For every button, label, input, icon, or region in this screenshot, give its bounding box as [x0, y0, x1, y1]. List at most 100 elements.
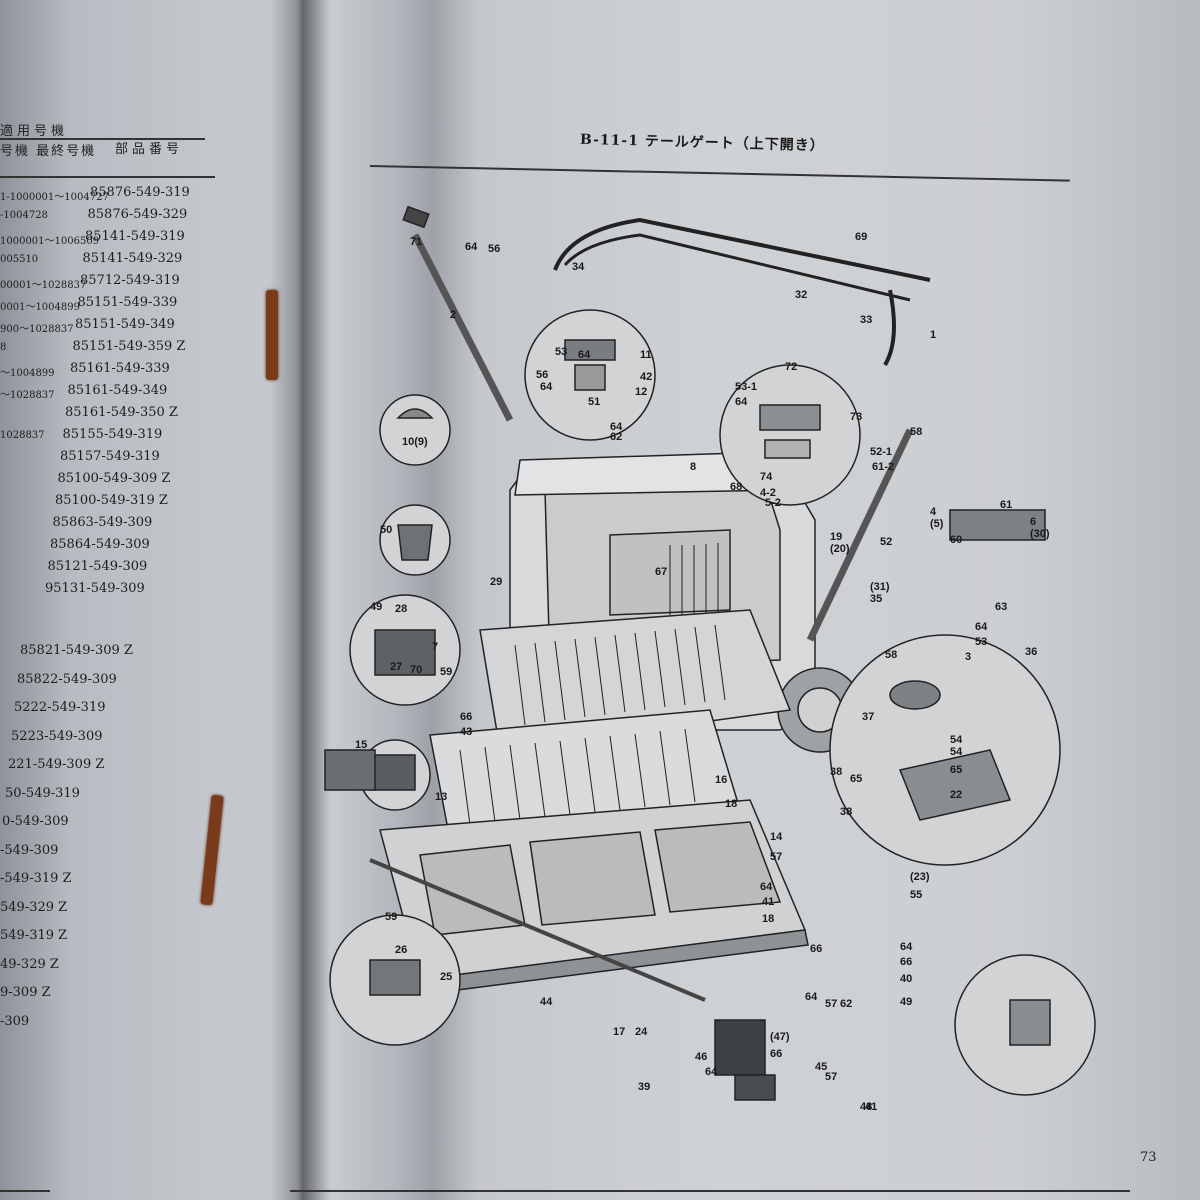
detail-circle-cap — [379, 394, 451, 466]
applicable-range: ～1028837 — [0, 390, 55, 401]
part-callout-label: 66 — [770, 1048, 782, 1060]
header-part-number: 部品番号 — [115, 142, 184, 157]
part-number: 85712-549-319 — [80, 273, 180, 288]
gate-stay-right — [806, 428, 914, 642]
part-callout-label: 36 — [1025, 646, 1037, 658]
part-callout-label: 62 — [610, 431, 622, 443]
part-number: 0-549-309 — [2, 814, 69, 829]
applicable-range: 00001～1028837 — [0, 280, 87, 291]
part-callout-label: 64 — [975, 621, 988, 633]
applicable-range: 900～1028837 — [0, 324, 74, 335]
part-callout-label: 4-2 — [760, 487, 776, 499]
part-number: 85151-549-339 — [77, 295, 178, 310]
part-callout-label: 67 — [655, 566, 667, 578]
part-callout-label: 40 — [900, 973, 912, 985]
header-rule — [0, 138, 205, 140]
part-callout-label: 71 — [410, 236, 422, 248]
part-callout-label: 1 — [930, 329, 936, 341]
left-footer-rule — [0, 1190, 50, 1192]
part-callout-label: 60 — [950, 534, 962, 546]
part-number: 85121-549-309 — [47, 559, 148, 574]
part-callout-label: 19 — [830, 531, 842, 543]
part-number: 85161-549-350 Z — [65, 405, 178, 420]
part-callout-label: 41 — [762, 896, 774, 908]
part-callout-label: 52-1 — [870, 446, 892, 458]
part-callout-label: 24 — [635, 1026, 648, 1038]
part-number: 85141-549-319 — [85, 229, 185, 244]
part-number: 549-319 Z — [0, 928, 68, 943]
part-callout-label: 8 — [690, 461, 696, 473]
part-callout-label: 42 — [640, 371, 652, 383]
part-callout-label: 34 — [572, 261, 585, 273]
part-callout-label: 39 — [638, 1081, 650, 1093]
part-callout-label: 59 — [385, 911, 397, 923]
part-callout-label: 53 — [555, 346, 567, 358]
part-number: 85100-549-319 Z — [55, 493, 168, 508]
part-number: 85863-549-309 — [52, 515, 153, 530]
part-callout-label: 4 — [930, 506, 937, 518]
part-number: -549-319 Z — [0, 871, 72, 886]
part-callout-label: 7 — [432, 641, 438, 653]
part-callout-label: 64 — [735, 396, 748, 408]
part-callout-label: 43 — [460, 726, 472, 738]
title-rule — [369, 165, 1070, 182]
part-callout-label: 26 — [395, 944, 407, 956]
part-callout-label: 29 — [490, 576, 502, 588]
part-callout-label: 64 — [578, 349, 591, 361]
applicable-range: 1000001～1006509 — [0, 236, 100, 247]
part-callout-label: 66 — [810, 943, 822, 955]
part-callout-label: 25 — [440, 971, 452, 983]
part-number: 85151-549-349 — [75, 317, 175, 332]
part-callout-label: 10(9) — [402, 436, 428, 448]
part-callout-label: 18 — [725, 798, 737, 810]
part-callout-label: 15 — [355, 739, 367, 751]
part-callout-label: (23) — [910, 871, 930, 883]
part-callout-label: 57 — [825, 998, 837, 1010]
part-number: 85876-549-319 — [90, 185, 190, 200]
part-callout-label: 5-2 — [765, 497, 781, 509]
section-title: B-11-1 テールゲート（上下開き） — [579, 131, 825, 155]
rust-staple — [266, 290, 278, 380]
rubber-block — [714, 1019, 766, 1076]
part-callout-label: 65 — [850, 773, 862, 785]
part-callout-label: 14 — [770, 831, 783, 843]
tailboard — [479, 609, 792, 751]
part-callout-label: 11 — [640, 349, 652, 361]
part-callout-label: 74 — [760, 471, 773, 483]
part-callout-label: 73 — [850, 411, 862, 423]
footer-rule — [290, 1190, 1130, 1192]
header-rule-bottom — [0, 176, 215, 178]
part-callout-label: (20) — [830, 543, 850, 555]
part-callout-label: 64 — [705, 1066, 718, 1078]
part-number: 85864-549-309 — [50, 537, 150, 552]
part-number: 85157-549-319 — [60, 449, 160, 464]
applicable-range: 8 — [0, 342, 7, 353]
part-callout-label: 56 — [488, 243, 500, 255]
part-callout-label: 69 — [855, 231, 867, 243]
part-callout-label: 17 — [613, 1026, 625, 1038]
applicable-range: ～1004899 — [0, 368, 55, 379]
book-gutter — [270, 0, 330, 1200]
right-page: B-11-1 テールゲート（上下開き） 73 — [290, 40, 1200, 1200]
part-callout-label: 58 — [910, 426, 922, 438]
part-callout-label: 44 — [540, 996, 553, 1008]
part-callout-label: 64 — [610, 421, 623, 433]
part-callout-label: 2 — [450, 309, 456, 321]
part-number: 85161-549-349 — [67, 383, 168, 398]
part-callout-label: (30) — [1030, 528, 1050, 540]
part-callout-label: 62 — [840, 998, 852, 1010]
part-callout-label: 46 — [695, 1051, 707, 1063]
detail-circle-hinge — [719, 364, 861, 506]
part-callout-label: (47) — [770, 1031, 790, 1043]
part-callout-label: 59 — [440, 666, 452, 678]
weatherstrip-upper — [553, 217, 931, 282]
applicable-range: 005510 — [0, 254, 39, 265]
gate-stay-left — [411, 233, 514, 422]
part-number: 5222-549-319 — [14, 700, 106, 715]
part-callout-label: 48 — [860, 1101, 872, 1110]
part-callout-label: 61-2 — [872, 461, 894, 473]
part-callout-label: 64 — [540, 381, 553, 393]
part-callout-label: 63 — [995, 601, 1007, 613]
applicable-range: 0001～1004899 — [0, 302, 80, 313]
